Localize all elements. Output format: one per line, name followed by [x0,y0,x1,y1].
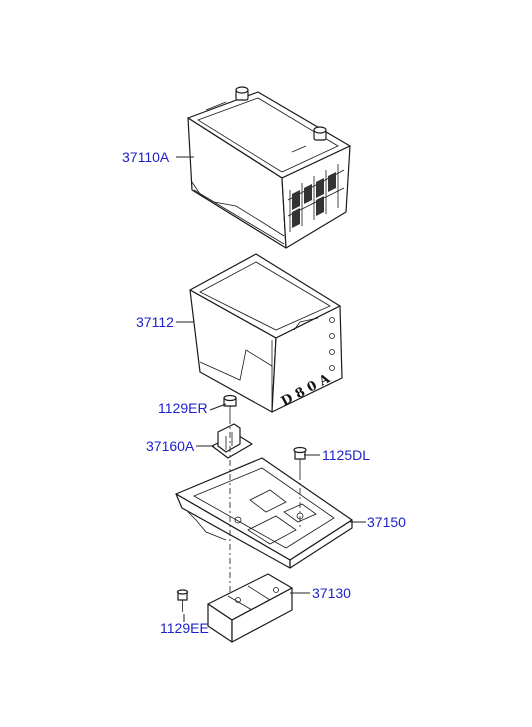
part-label-37150[interactable]: 37150 [367,514,406,530]
leader-1129ER [209,403,227,411]
part-label-37110A[interactable]: 37110A [122,149,170,165]
part-label-1129EE[interactable]: 1129EE [160,620,209,636]
bolt-ee-drawing [176,589,189,612]
tray-drawing [175,457,353,569]
part-label-37160A[interactable]: 37160A [146,438,195,454]
part-label-1129ER[interactable]: 1129ER [158,400,208,416]
insulator-drawing: D 8 0 A [189,253,343,413]
clamp-drawing [211,423,253,459]
part-label-1125DL[interactable]: 1125DL [322,447,370,463]
part-label-37112[interactable]: 37112 [136,314,174,330]
battery-drawing [187,86,351,249]
part-label-37130[interactable]: 37130 [312,585,351,601]
bracket-drawing [207,573,293,643]
bolt-dl-drawing [293,446,307,474]
bolt-er-drawing [223,394,237,418]
